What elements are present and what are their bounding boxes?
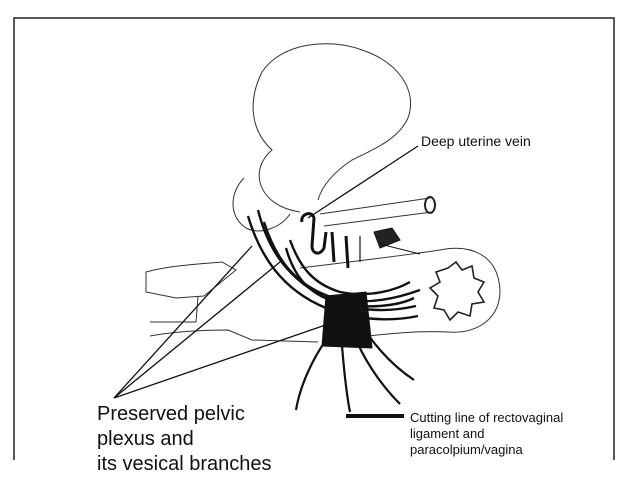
vein-leader-line	[308, 146, 418, 218]
plexus-leader-2	[114, 262, 280, 398]
cutting-line-label: Cutting line of rectovaginal ligament an…	[410, 410, 622, 458]
cutting-block	[322, 292, 372, 348]
plexus-fiber-3	[264, 222, 420, 301]
lateral-wall-line	[150, 296, 198, 322]
cutting-line-legend-swatch	[346, 414, 404, 418]
rectal-lumen	[430, 262, 484, 320]
uterus-outline	[253, 44, 410, 212]
uterine-vessel-lower	[324, 212, 432, 226]
vesical-branch-1	[296, 340, 326, 410]
vessel-cut-end	[425, 197, 435, 213]
uterine-vessel-upper	[320, 198, 430, 214]
specimen-shadow	[380, 244, 420, 254]
plexus-leader-3	[114, 320, 340, 398]
pelvic-plexus-label: Preserved pelvic plexus and its vesical …	[97, 402, 272, 477]
vein-branch-1	[332, 232, 334, 262]
vesical-branch-2	[342, 346, 350, 412]
vesical-branch-3	[358, 344, 400, 404]
plexus-leader-1	[114, 246, 252, 398]
cut-specimen	[374, 228, 400, 248]
deep-uterine-vein-label: Deep uterine vein	[421, 133, 531, 149]
vein-branch-2	[346, 236, 348, 268]
deep-uterine-vein	[302, 214, 326, 253]
pelvic-wall-outline	[146, 262, 236, 298]
